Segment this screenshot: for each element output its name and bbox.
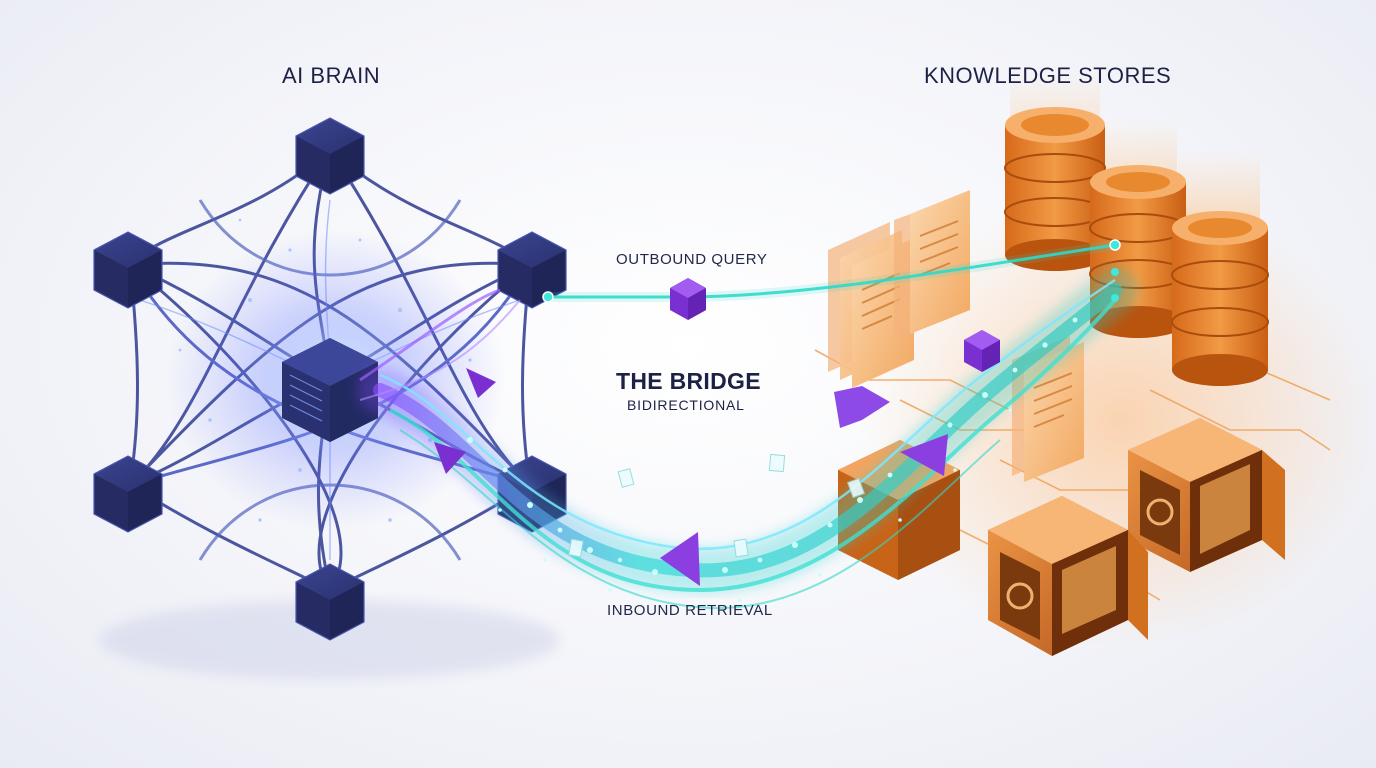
bridge-stream bbox=[357, 267, 1138, 610]
ai-brain-network bbox=[93, 117, 567, 680]
inbound-retrieval-label: INBOUND RETRIEVAL bbox=[607, 602, 773, 619]
link-endpoint bbox=[542, 291, 554, 303]
arrow-triangle-icon bbox=[900, 434, 948, 476]
packet-cube-icon bbox=[670, 278, 706, 320]
database-cylinder-icon bbox=[1171, 211, 1269, 386]
vault-safe-icon bbox=[988, 496, 1148, 656]
ai-brain-title: AI BRAIN bbox=[282, 63, 381, 88]
brain-sparkles bbox=[178, 218, 472, 522]
link-endpoint bbox=[1111, 268, 1119, 276]
document-stack-icon bbox=[828, 222, 914, 388]
bridge-title: THE BRIDGE bbox=[616, 368, 761, 394]
link-endpoint bbox=[1111, 294, 1119, 302]
document-stack-icon bbox=[894, 190, 970, 340]
knowledge-stores-title: KNOWLEDGE STORES bbox=[924, 63, 1172, 88]
arrow-triangle-icon bbox=[466, 368, 496, 398]
knowledge-stores bbox=[814, 70, 1376, 656]
arrow-triangle-icon bbox=[660, 532, 700, 586]
vault-safe-icon bbox=[1128, 418, 1285, 572]
brain-node-lower-left bbox=[93, 455, 163, 533]
link-endpoint bbox=[1109, 239, 1121, 251]
brain-node-top bbox=[295, 117, 365, 195]
bridge-subtitle: BIDIRECTIONAL bbox=[627, 397, 745, 413]
arrow-triangle-icon bbox=[834, 386, 890, 428]
database-cylinder-icon bbox=[1089, 165, 1187, 338]
outbound-query-line bbox=[542, 239, 1121, 303]
outbound-query-label: OUTBOUND QUERY bbox=[616, 251, 768, 268]
data-tiles bbox=[568, 453, 866, 558]
arrow-triangle-icon bbox=[434, 442, 466, 474]
